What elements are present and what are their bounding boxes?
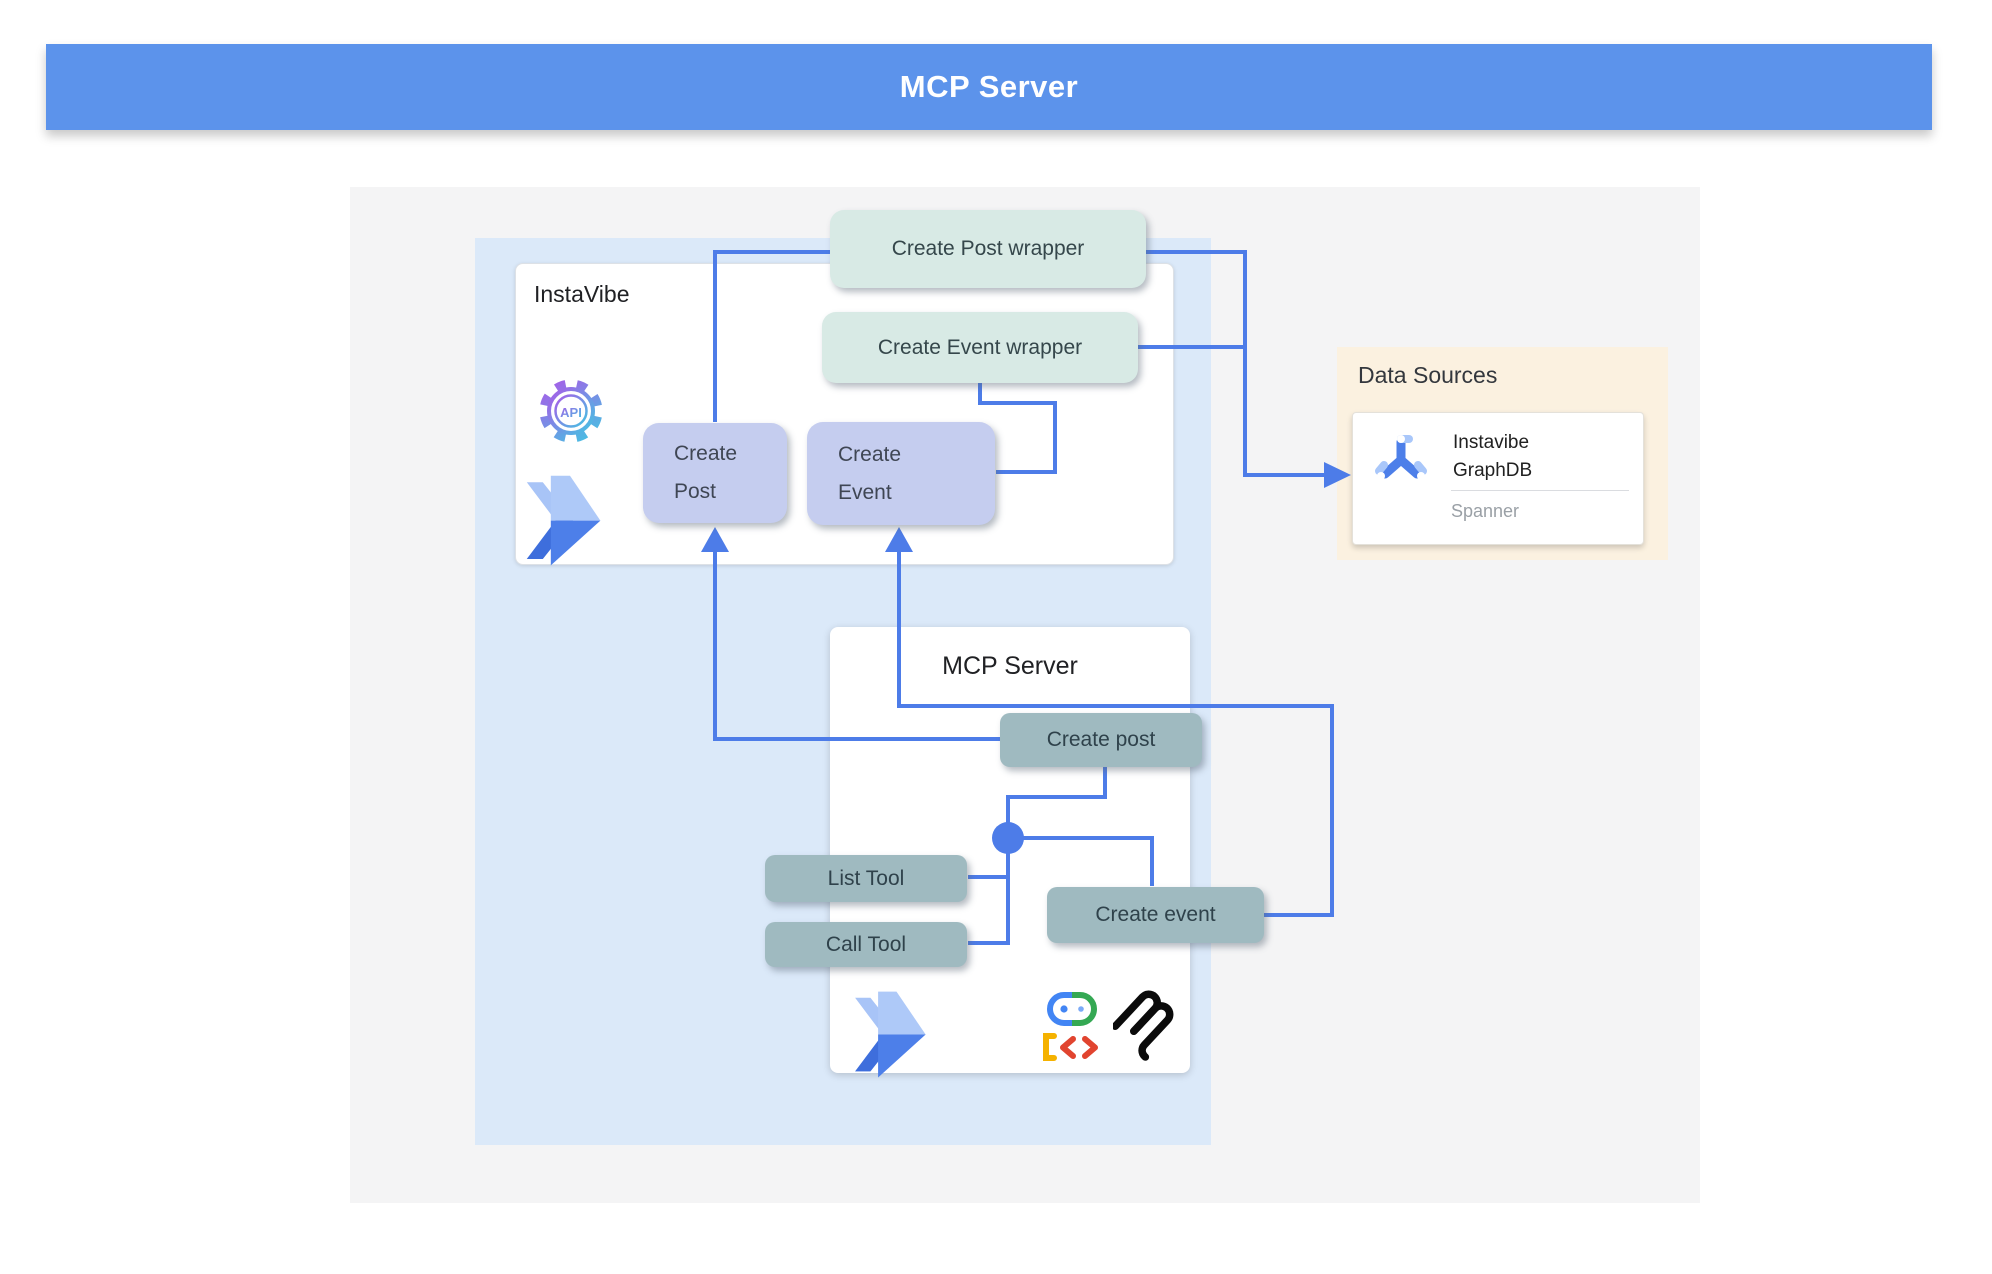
mcp-create-post-label: Create post	[1046, 728, 1156, 751]
list-tool-node: List Tool	[765, 855, 967, 902]
double-chevron-logo-icon	[512, 471, 604, 572]
datasource-name-line1: Instavibe	[1453, 432, 1530, 453]
mcp-create-event-label: Create event	[1095, 903, 1216, 926]
create-post-line2: Post	[674, 480, 717, 503]
call-tool-node: Call Tool	[765, 922, 967, 967]
call-tool-label: Call Tool	[825, 932, 907, 956]
mcp-server-card: MCP Server	[830, 627, 1190, 1078]
create-post-wrapper-label: Create Post wrapper	[891, 237, 1085, 260]
double-chevron-logo-icon	[841, 987, 929, 1084]
divider	[1451, 490, 1629, 491]
create-post-line1: Create	[674, 442, 738, 465]
mcp-create-event-node: Create event	[1047, 887, 1264, 943]
data-sources-title: Data Sources	[1358, 362, 1498, 388]
create-post-wrapper-node: Create Post wrapper	[830, 210, 1146, 288]
spanner-icon	[1371, 429, 1431, 494]
banner-title: MCP Server	[899, 69, 1079, 104]
api-icon-label: API	[560, 405, 582, 420]
create-event-wrapper-node: Create Event wrapper	[822, 312, 1138, 383]
list-tool-label: List Tool	[827, 866, 905, 890]
create-event-node: Create Event	[807, 422, 995, 525]
mcp-server-title: MCP Server	[942, 652, 1078, 680]
create-event-line1: Create	[838, 442, 902, 466]
datasource-name-line2: GraphDB	[1453, 460, 1533, 481]
mcp-create-post-node: Create post	[1000, 713, 1202, 767]
adk-robot-icon	[1040, 986, 1104, 1067]
mcp-logo-icon	[1111, 983, 1181, 1070]
instavibe-title: InstaVibe	[534, 281, 630, 307]
datasource-subtitle: Spanner	[1451, 501, 1520, 521]
create-post-node: Create Post	[643, 423, 787, 523]
api-gear-icon: API	[531, 370, 611, 457]
mcp-server-banner: MCP Server	[46, 44, 1932, 130]
datasource-name: Instavibe GraphDB	[1453, 429, 1532, 485]
create-event-wrapper-label: Create Event wrapper	[877, 335, 1083, 359]
instavibe-graphdb-card: Instavibe GraphDB Spanner	[1352, 412, 1644, 545]
create-event-line2: Event	[838, 480, 892, 504]
